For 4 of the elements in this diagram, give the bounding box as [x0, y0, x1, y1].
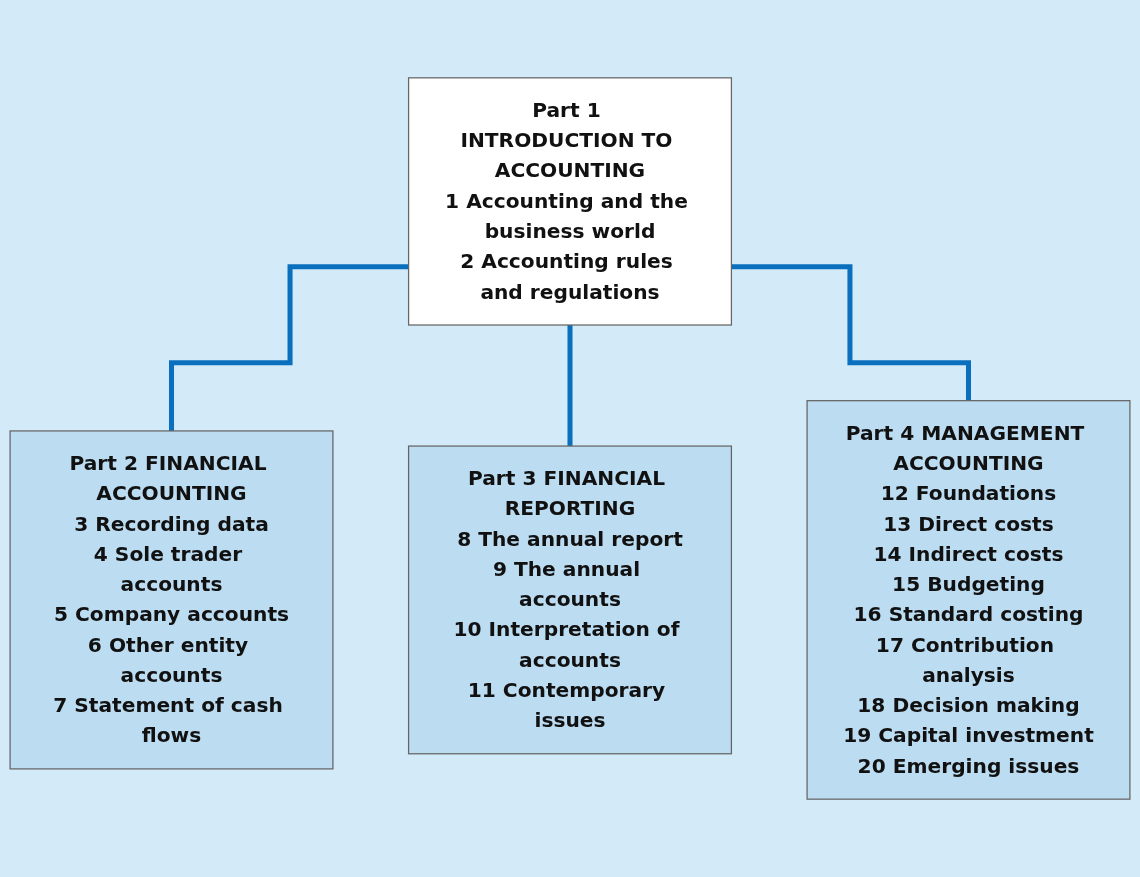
node-box: Part 2 FINANCIAL ACCOUNTING 3 Recording data 4 Sole trader accounts 5 Company accounts 6 Other entity accounts 7 Statement of cash flows	[9, 430, 334, 770]
node-box: Part 1 INTRODUCTION TO ACCOUNTING 1 Accounting and the business world 2 Accounting rules and regulations	[407, 77, 733, 326]
node-box: Part 3 FINANCIAL REPORTING 8 The annual report 9 The annual accounts 10 Interpretation of accounts 11 Contemporary issues	[407, 445, 733, 755]
node-box: Part 4 MANAGEMENT ACCOUNTING 12 Foundations 13 Direct costs 14 Indirect costs 15 Budgeting 16 Standard costing 17 Contribution analysis 18 Decision making 19 Capital investment 20 Emerging issues	[806, 400, 1131, 800]
